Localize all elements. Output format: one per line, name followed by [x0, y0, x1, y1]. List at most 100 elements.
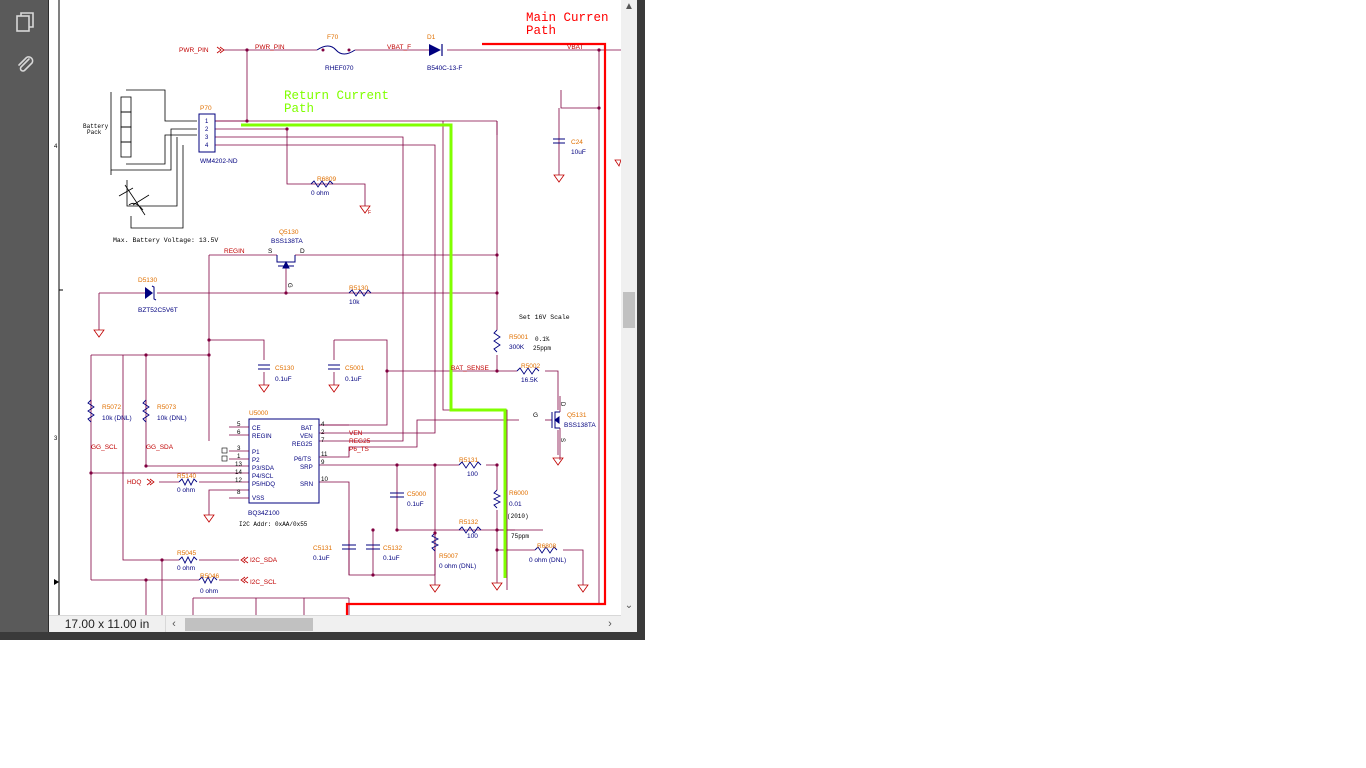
r5073-resistor — [142, 399, 150, 423]
net-vbat: VBAT — [567, 44, 584, 51]
margin-row-4: 4 — [54, 144, 58, 150]
edge-ground — [614, 159, 621, 167]
c24-ground — [553, 174, 565, 183]
net-gg-sda: GG_SDA — [146, 444, 174, 451]
c5130-value: 0.1uF — [275, 376, 292, 383]
r5140-ref: R5140 — [177, 473, 197, 480]
net-regin: REGIN — [224, 248, 245, 255]
u5000-part: BQ34Z100 — [248, 510, 280, 517]
page-size-label: 17.00 x 11.00 in — [49, 616, 166, 633]
document-page[interactable]: 4 3 — [49, 0, 621, 615]
r5073-ref: R5073 — [157, 404, 177, 411]
q5131-ref: Q5131 — [567, 412, 587, 419]
pdf-viewer-window: 4 3 — [0, 0, 645, 640]
c5001-value: 0.1uF — [345, 376, 362, 383]
margin-row-3: 3 — [54, 436, 58, 442]
f70-fuse-symbol — [316, 45, 356, 55]
r5130-ref: R5130 — [349, 285, 369, 292]
r6809-value: 0 ohm — [311, 190, 329, 197]
pages-panel-button[interactable] — [11, 8, 39, 36]
attachments-panel-button[interactable] — [11, 50, 39, 78]
q5131-mosfet — [551, 411, 560, 429]
vbat-minus-ground — [491, 582, 503, 591]
r5046-value: 0 ohm — [200, 588, 218, 595]
u5000-vss: VSS — [252, 495, 264, 502]
r6000-ref: R6000 — [509, 490, 529, 497]
u5000-reg25: REG25 — [292, 441, 313, 448]
p70-part: WM4202-ND — [200, 158, 238, 165]
q5130-mosfet — [276, 255, 296, 269]
return-current-path — [241, 123, 507, 578]
c5000-value: 0.1uF — [407, 501, 424, 508]
u5000-bat: BAT — [301, 425, 313, 432]
r5130-resistor — [348, 289, 372, 297]
d5130-ref: D5130 — [138, 277, 158, 284]
c5131-value: 0.1uF — [313, 555, 330, 562]
c24-ref: C24 — [571, 139, 583, 146]
p70-ref: P70 — [200, 105, 212, 112]
q5130-d-label: D — [300, 248, 305, 255]
c5001-ref: C5001 — [345, 365, 365, 372]
r5045-value: 0 ohm — [177, 565, 195, 572]
q5131-g-label: G — [533, 412, 538, 419]
vertical-scrollbar[interactable]: ▲ ⌄ — [621, 0, 637, 615]
d1-part: B540C-13-F — [427, 65, 462, 72]
c24-capacitor — [553, 138, 565, 144]
navigation-rail — [0, 0, 49, 632]
r5132-value: 100 — [467, 533, 478, 540]
u5000-regin: REGIN — [252, 433, 272, 440]
r6808-value: 0 ohm (DNL) — [529, 557, 566, 564]
c5001-ground — [328, 384, 340, 393]
p70-pin-2: 2 — [205, 127, 209, 133]
u5000-pin-6: 6 — [237, 429, 241, 436]
q5130-s-label: S — [268, 248, 273, 255]
u5000-p5-hdq: P5/HDQ — [252, 481, 275, 488]
c5130-ground — [258, 384, 270, 393]
junction-dots — [89, 48, 601, 582]
r5046-ref: R5046 — [200, 573, 220, 580]
i2c-scl-flag — [240, 576, 249, 584]
r5132-resistor — [458, 526, 482, 534]
r5073-value: 10k (DNL) — [157, 415, 187, 422]
scroll-corner — [621, 615, 637, 632]
nc-p2 — [221, 455, 228, 462]
scroll-right-icon[interactable]: › — [608, 618, 612, 630]
r5132-ref: R5132 — [459, 519, 479, 526]
r5131-ref: R5131 — [459, 457, 479, 464]
r6808-ref: R6808 — [537, 543, 557, 550]
u5000-p2: P2 — [252, 457, 260, 464]
horizontal-scrollbar[interactable]: ‹ › — [167, 616, 619, 633]
battery-pack-label: Battery — [83, 123, 109, 130]
q5131-d-label: D — [559, 402, 565, 407]
d1-diode-symbol — [429, 44, 441, 56]
scroll-up-icon[interactable]: ▲ — [624, 1, 634, 12]
u5000-ref: U5000 — [249, 410, 269, 417]
c24-value: 10uF — [571, 149, 586, 156]
c5001-capacitor — [328, 364, 340, 370]
r6809-ref: R6809 — [317, 176, 337, 183]
r5001-ref: R5001 — [509, 334, 529, 341]
net-gg-scl: GG_SCL — [91, 444, 118, 451]
r6809-resistor — [310, 180, 334, 188]
horizontal-scroll-thumb[interactable] — [185, 618, 313, 631]
r5007-ground — [429, 584, 441, 593]
scroll-down-icon[interactable]: ⌄ — [624, 600, 634, 611]
main-current-label-2: Path — [526, 24, 556, 38]
u5000-pin-3: 3 — [237, 445, 241, 452]
q5131-s-label: S — [559, 438, 565, 442]
net-i2c-sda: I2C_SDA — [250, 557, 278, 564]
c5130-capacitor — [258, 364, 270, 370]
u5000-right-pins: 4 BAT 2 VEN 7 REG25 11 P6/TS 9 SRP 10 SR… — [292, 421, 328, 488]
u5000-body — [248, 418, 320, 504]
net-pwr-pin-2: PWR_PIN — [255, 44, 285, 51]
window-frame-right — [637, 0, 645, 640]
net-i2c-scl: I2C_SCL — [250, 579, 277, 586]
u5000-pin-7: 7 — [321, 437, 325, 444]
vertical-scroll-thumb[interactable] — [623, 292, 635, 328]
schematic-drawing: 4 3 — [54, 0, 621, 615]
d5130-ground — [93, 329, 105, 338]
q5131-part: BSS138TA — [564, 422, 596, 429]
c5132-capacitor — [366, 544, 380, 550]
scroll-left-icon[interactable]: ‹ — [172, 618, 176, 630]
r5002-resistor — [516, 367, 540, 375]
